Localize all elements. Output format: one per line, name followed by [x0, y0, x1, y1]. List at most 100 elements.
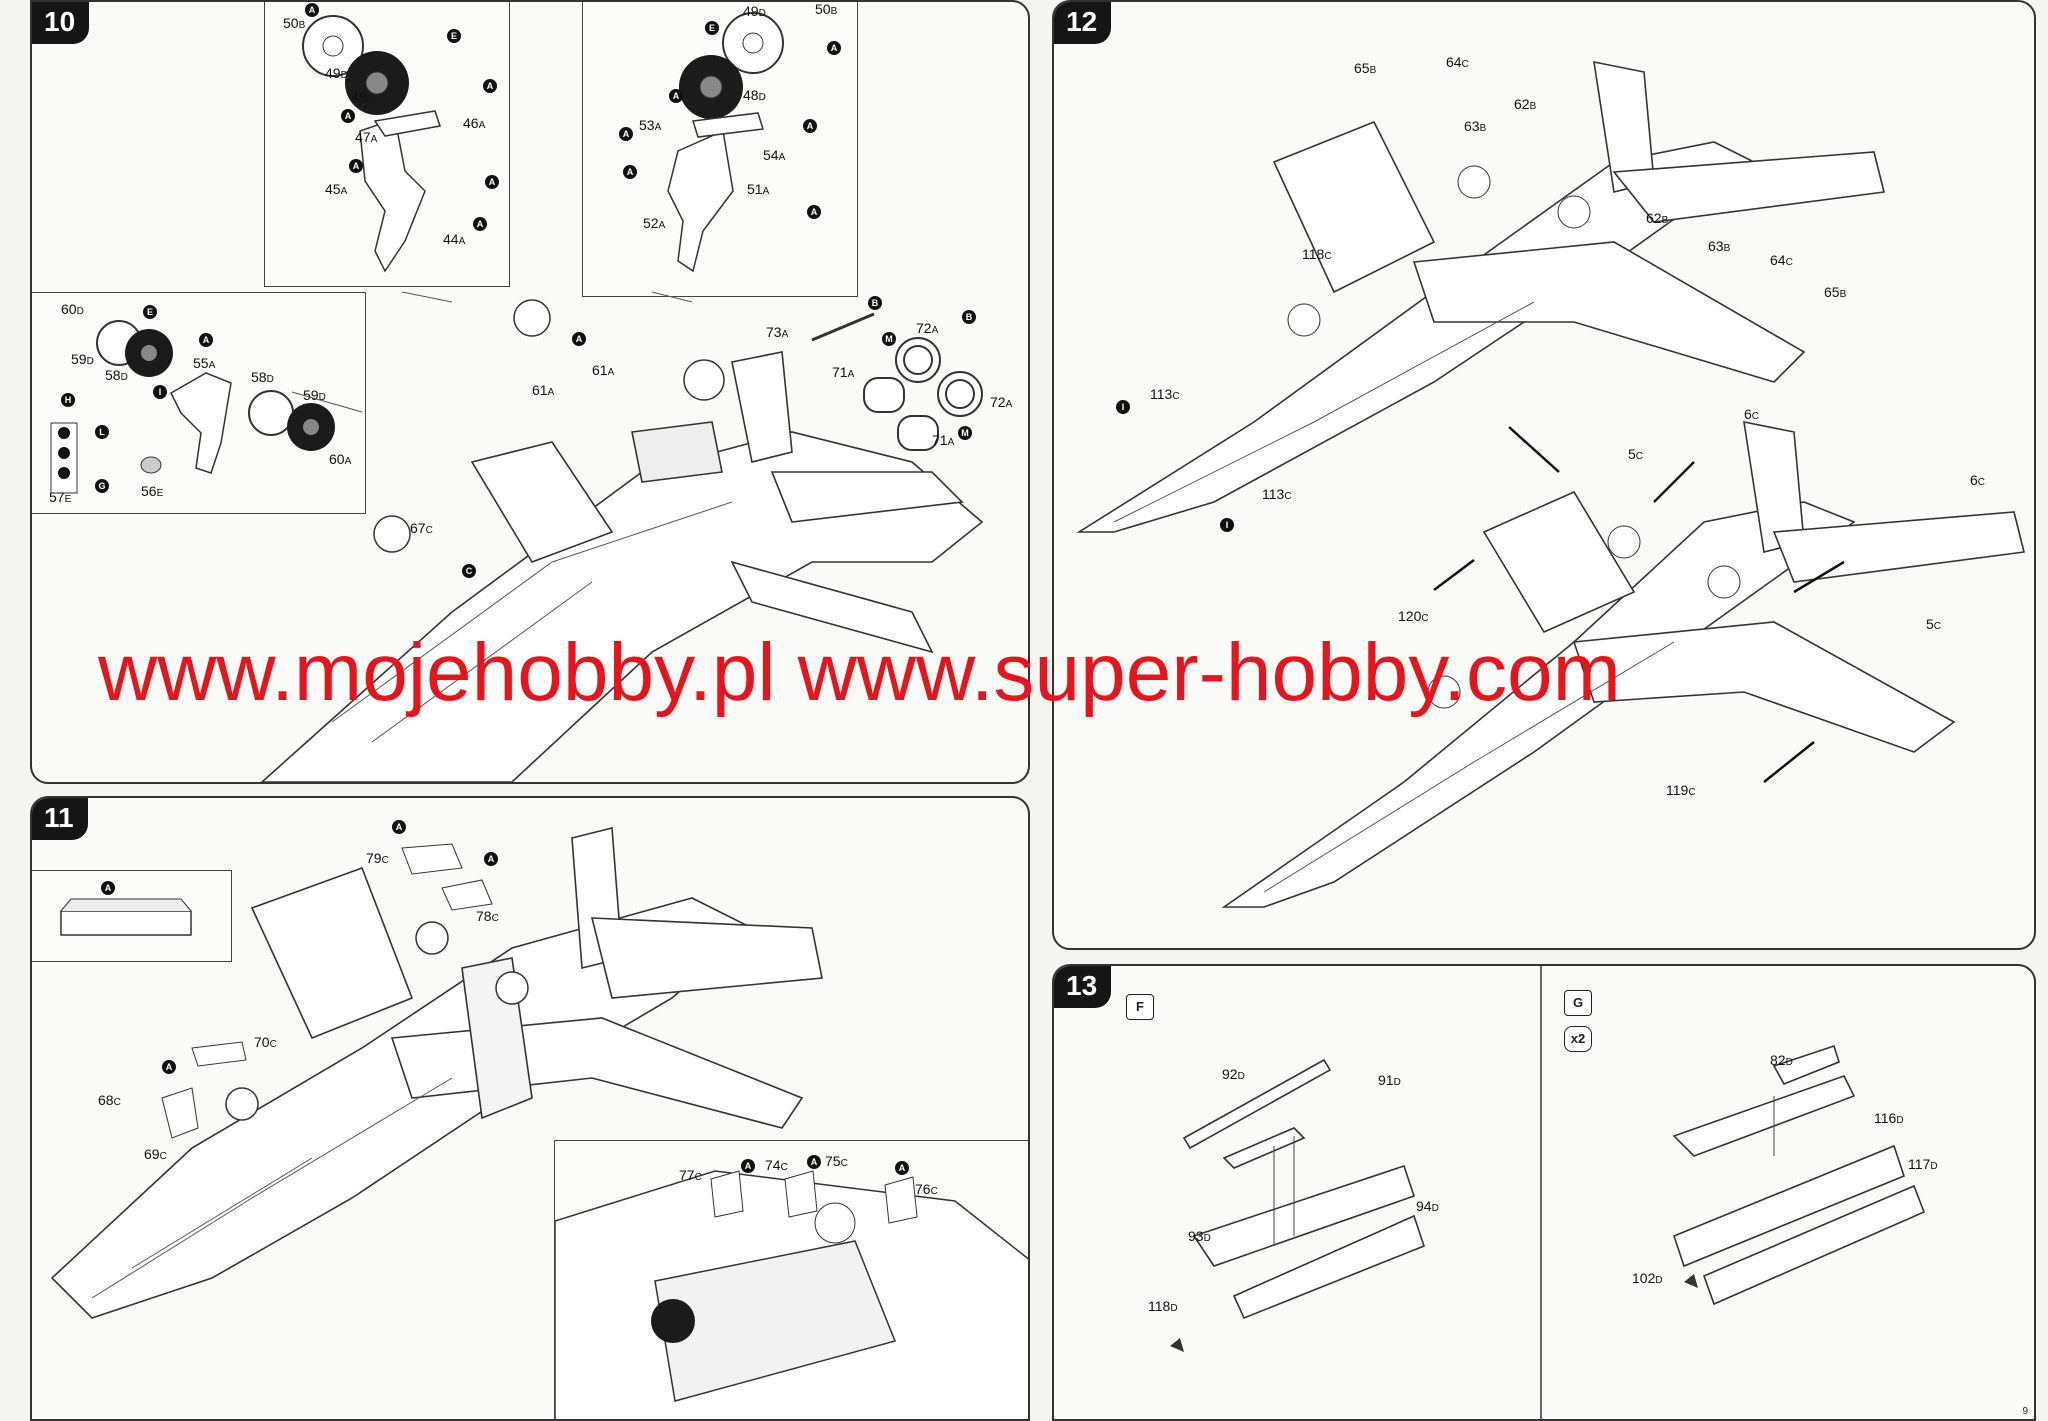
- part-50b: 50B: [815, 1, 838, 17]
- marker-a: A: [341, 109, 355, 123]
- part-6c: 6C: [1744, 406, 1760, 422]
- part-71a: 71A: [932, 432, 955, 448]
- part-63b: 63B: [1708, 238, 1731, 254]
- tag-f: F: [1126, 994, 1154, 1020]
- step10-inset-right-gear: 49D 50B 48D 53A 54A 51A 52A A E A A A A …: [582, 1, 858, 297]
- part-60d: 60D: [61, 301, 84, 317]
- part-50b: 50B: [283, 15, 306, 31]
- part-71a: 71A: [832, 364, 855, 380]
- marker-a: A: [619, 127, 633, 141]
- marker-e: E: [705, 21, 719, 35]
- part-5c: 5C: [1926, 616, 1942, 632]
- part-64c: 64C: [1770, 252, 1793, 268]
- left-gear-drawing: [302, 15, 441, 273]
- part-48d: 48D: [743, 87, 766, 103]
- part-62b: 62B: [1646, 210, 1669, 226]
- step-12-panel: 12: [1052, 0, 2036, 950]
- part-5c: 5C: [1628, 446, 1644, 462]
- part-55a: 55A: [193, 355, 216, 371]
- part-61a: 61A: [532, 382, 555, 398]
- part-67c: 67C: [410, 520, 433, 536]
- watermark-link-left[interactable]: www.mojehobby.pl: [98, 627, 776, 718]
- marker-a: A: [572, 332, 586, 346]
- marker-a: A: [101, 881, 115, 895]
- step-10-panel: 10 50B 49D 48D 47A 46A 45A 44A A E A A A…: [30, 0, 1030, 784]
- part-58d: 58D: [105, 367, 128, 383]
- marker-i: I: [1116, 400, 1130, 414]
- step10-inset-left-gear: 50B 49D 48D 47A 46A 45A 44A A E A A A A …: [264, 2, 510, 287]
- step10-airframe-drawing: [260, 291, 984, 782]
- marker-i: I: [153, 385, 167, 399]
- step13-divider: [1540, 966, 1542, 1419]
- marker-m: M: [958, 426, 972, 440]
- marker-a: A: [485, 175, 499, 189]
- marker-a: A: [484, 852, 498, 866]
- part-62b: 62B: [1514, 96, 1537, 112]
- step-13-badge: 13: [1054, 966, 1112, 1008]
- marker-a: A: [392, 820, 406, 834]
- part-69c: 69C: [144, 1146, 167, 1162]
- part-54a: 54A: [763, 147, 786, 163]
- tag-g: G: [1564, 990, 1592, 1016]
- part-59d: 59D: [71, 351, 94, 367]
- part-53a: 53A: [639, 117, 662, 133]
- part-58d: 58D: [251, 369, 274, 385]
- part-77c: 77C: [679, 1167, 702, 1183]
- nose-gear-drawing: [50, 320, 335, 494]
- part-102d: 102D: [1632, 1270, 1663, 1286]
- step-13-panel: 13 F G x2 92D 91D 94D 93D 118D 82D 116D …: [1052, 964, 2036, 1421]
- part-113c: 113C: [1262, 486, 1292, 502]
- marker-b: B: [962, 310, 976, 324]
- step13-pylon-drawings: [1170, 1044, 1926, 1352]
- step-12-badge: 12: [1054, 2, 1112, 44]
- part-92d: 92D: [1222, 1066, 1245, 1082]
- part-44a: 44A: [443, 231, 466, 247]
- step-11-badge: 11: [32, 798, 88, 840]
- marker-a: A: [305, 3, 319, 17]
- part-61a: 61A: [592, 362, 615, 378]
- marker-a: A: [162, 1060, 176, 1074]
- part-72a: 72A: [916, 320, 939, 336]
- part-93d: 93D: [1188, 1228, 1211, 1244]
- tag-x2: x2: [1564, 1026, 1592, 1052]
- marker-c: C: [462, 564, 476, 578]
- marker-e: E: [447, 29, 461, 43]
- part-91d: 91D: [1378, 1072, 1401, 1088]
- marker-i: I: [1220, 518, 1234, 532]
- inset-part-drawing: [60, 898, 192, 936]
- marker-a: A: [895, 1161, 909, 1175]
- marker-e: E: [143, 305, 157, 319]
- part-64c: 64C: [1446, 54, 1469, 70]
- part-76c: 76C: [915, 1181, 938, 1197]
- part-51a: 51A: [747, 181, 770, 197]
- part-82d: 82D: [1770, 1052, 1793, 1068]
- part-78c: 78C: [476, 908, 499, 924]
- part-60a: 60A: [329, 451, 352, 467]
- marker-a: A: [827, 41, 841, 55]
- right-gear-drawing: [667, 12, 784, 273]
- part-75c: 75C: [825, 1153, 848, 1169]
- step12-airframe-drawings: [1076, 60, 2025, 908]
- step11-inset-cockpit: 77C 74C 75C 76C A A A: [554, 1140, 1028, 1419]
- part-79c: 79C: [366, 850, 389, 866]
- part-119c: 119C: [1666, 782, 1696, 798]
- part-49d: 49D: [325, 65, 348, 81]
- marker-a: A: [669, 89, 683, 103]
- part-120c: 120C: [1398, 608, 1429, 624]
- part-118c: 118C: [1302, 246, 1332, 262]
- part-72a: 72A: [990, 394, 1013, 410]
- watermark-link-right[interactable]: www.super-hobby.com: [797, 627, 1621, 718]
- part-46a: 46A: [463, 115, 486, 131]
- marker-a: A: [623, 165, 637, 179]
- part-94d: 94D: [1416, 1198, 1439, 1214]
- part-63b: 63B: [1464, 118, 1487, 134]
- part-65b: 65B: [1824, 284, 1847, 300]
- part-52a: 52A: [643, 215, 666, 231]
- marker-a: A: [473, 217, 487, 231]
- marker-a: A: [807, 1155, 821, 1169]
- step-10-badge: 10: [32, 2, 90, 44]
- page-number: 9: [2022, 1406, 2028, 1417]
- step10-inset-nose-gear: 60D 59D 58D 55A 58D 59D 60A 57E 56E E A …: [32, 292, 366, 514]
- marker-h: H: [61, 393, 75, 407]
